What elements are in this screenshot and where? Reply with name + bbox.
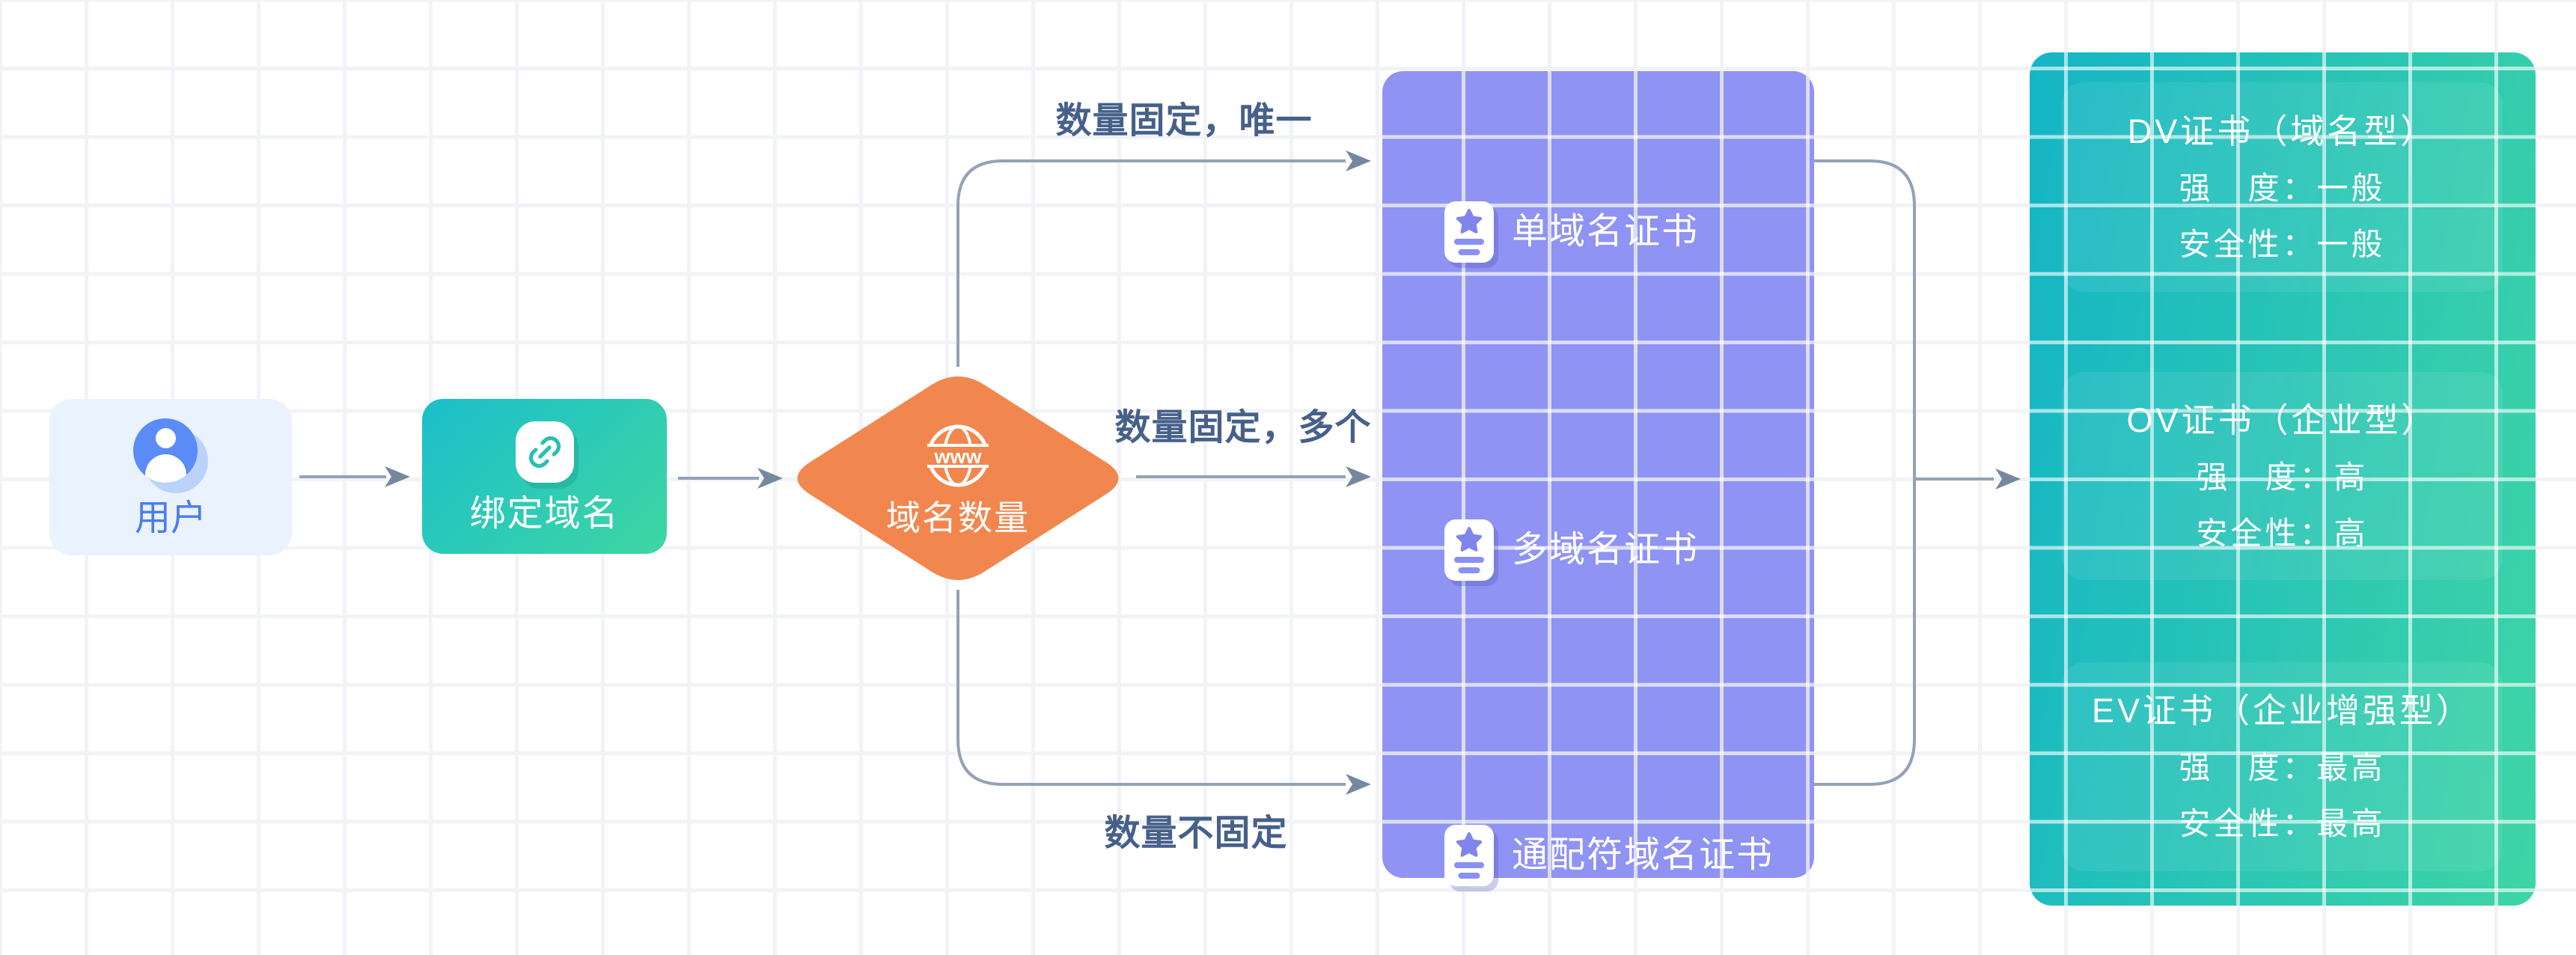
node-decision[interactable]: www 域名数量: [784, 368, 1132, 588]
avatar-head: [156, 427, 176, 448]
avatar-torso: [145, 454, 186, 483]
user-avatar-icon: [133, 418, 208, 493]
svg-text:www: www: [933, 445, 982, 468]
avatar: [133, 418, 198, 483]
cert-label-wildcard-domain: 通配符域名证书: [1512, 835, 1774, 875]
result-security-ev: 安全性：最高: [2179, 806, 2386, 841]
node-user[interactable]: 用户: [49, 399, 292, 555]
connector-branch-top: [956, 159, 1346, 367]
link-icon: [515, 421, 574, 483]
branch-label-not-fixed: 数量不固定: [1104, 814, 1288, 853]
result-section-ev: EV证书（企业增强型） 强 度：最高 安全性：最高: [2062, 662, 2503, 871]
branch-label-fixed-multiple: 数量固定，多个: [1114, 408, 1372, 448]
certificate-icon: [1444, 519, 1494, 581]
cert-row-multi-domain[interactable]: 多域名证书: [1444, 516, 1804, 584]
result-strength-dv: 强 度：一般: [2179, 170, 2386, 206]
cert-row-wildcard-domain[interactable]: 通配符域名证书: [1444, 822, 1804, 889]
result-title-dv: DV证书（域名型）: [2127, 112, 2438, 150]
result-strength-ov: 强 度：高: [2196, 459, 2369, 495]
arrowhead-branch-top: [1346, 150, 1371, 171]
user-label: 用户: [134, 498, 207, 538]
result-title-ov: OV证书（企业型）: [2126, 400, 2438, 439]
result-section-ov: OV证书（企业型） 强 度：高 安全性：高: [2062, 372, 2503, 580]
arrowhead-bind-to-decision: [757, 468, 783, 489]
connector-branch-bottom: [956, 590, 1346, 786]
cert-row-single-domain[interactable]: 单域名证书: [1444, 198, 1804, 266]
node-bind-domain[interactable]: 绑定域名: [422, 399, 667, 554]
cert-label-single-domain: 单域名证书: [1512, 212, 1700, 251]
decision-label: 域名数量: [886, 498, 1030, 537]
globe-www-icon: www: [925, 424, 991, 487]
panel-certificate-grades[interactable]: DV证书（域名型） 强 度：一般 安全性：一般 OV证书（企业型） 强 度：高 …: [2030, 52, 2536, 906]
result-title-ev: EV证书（企业增强型）: [2091, 692, 2473, 730]
branch-label-fixed-unique: 数量固定，唯一: [1055, 101, 1313, 141]
arrowhead-user-to-bind: [385, 466, 410, 487]
result-strength-ev: 强 度：最高: [2179, 750, 2386, 785]
arrowhead-branch-bottom: [1346, 774, 1371, 795]
result-security-ov: 安全性：高: [2196, 515, 2369, 551]
panel-certificate-types[interactable]: 单域名证书 多域名证书 通配符域名证书: [1382, 71, 1814, 886]
cert-label-multi-domain: 多域名证书: [1512, 530, 1700, 570]
result-security-dv: 安全性：一般: [2179, 226, 2386, 262]
certificate-icon: [1444, 825, 1494, 886]
bind-domain-label: 绑定域名: [469, 493, 620, 534]
certificate-icon: [1444, 201, 1494, 263]
arrowhead-branch-middle: [1346, 466, 1371, 487]
decision-diamond-shape[interactable]: [797, 376, 1119, 580]
arrowhead-merge-to-result: [1995, 469, 2021, 489]
connector-merge-bus: [1814, 159, 1916, 786]
result-section-dv: DV证书（域名型） 强 度：一般 安全性：一般: [2062, 82, 2503, 292]
